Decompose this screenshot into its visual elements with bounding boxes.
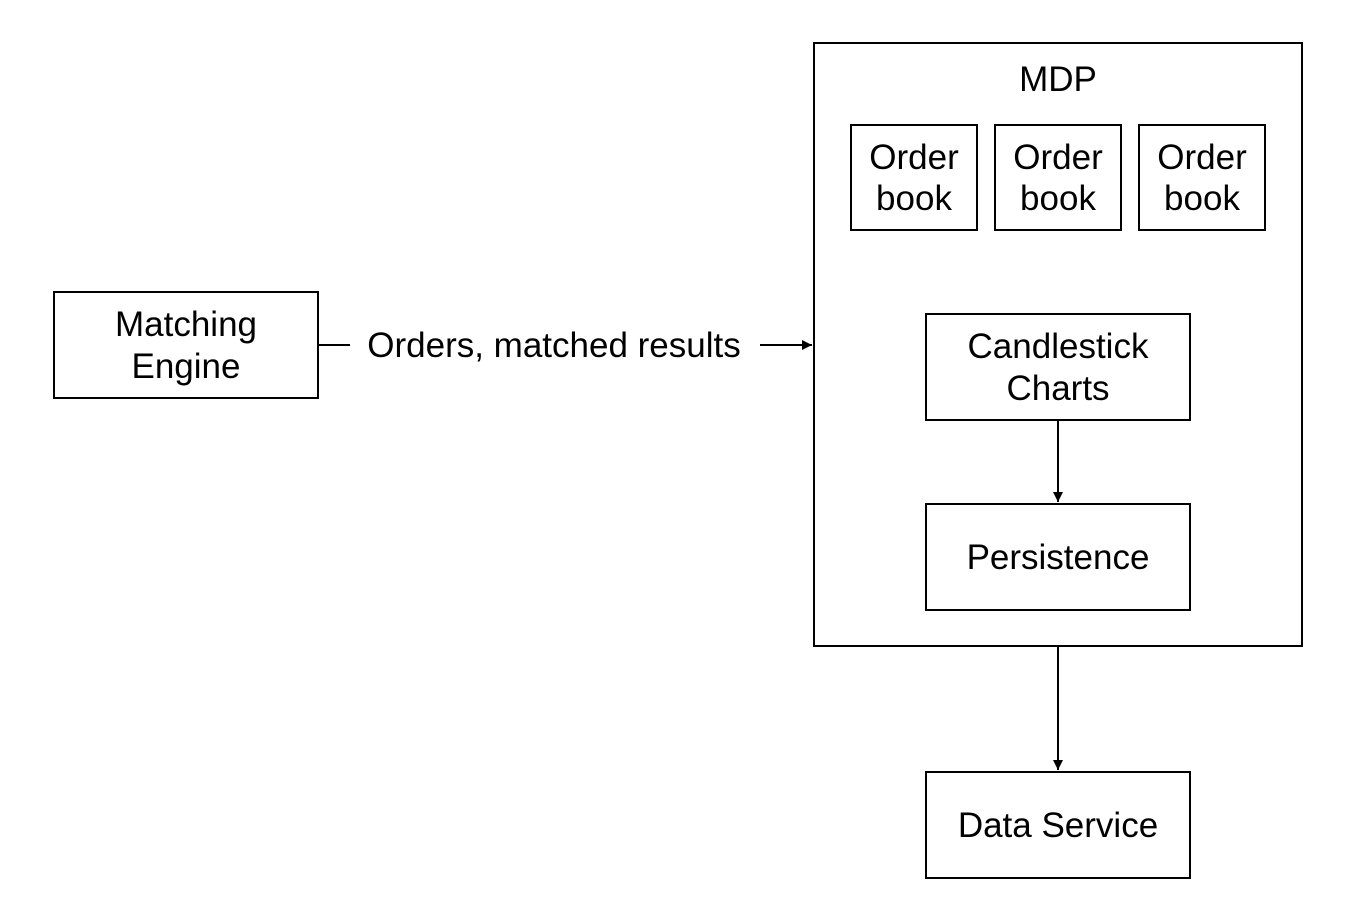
order-book-box: [1138, 124, 1266, 231]
candlestick-charts-label-line2: Charts: [1006, 369, 1109, 408]
orders-edge: Orders, matched results: [318, 326, 812, 365]
persistence-node: Persistence: [925, 503, 1191, 611]
data-service-box: [925, 771, 1191, 879]
persistence-box: [925, 503, 1191, 611]
candlestick-charts-box: [925, 313, 1191, 421]
orders-edge-label: Orders, matched results: [367, 326, 740, 365]
order-book-label-line1: Order: [1157, 138, 1247, 177]
matching-engine-box: [53, 291, 319, 399]
order-book-box: [994, 124, 1122, 231]
order-book-node: Order book: [994, 124, 1122, 231]
candlestick-charts-node: Candlestick Charts: [925, 313, 1191, 421]
matching-engine-label-line2: Engine: [132, 347, 241, 386]
order-book-node: Order book: [1138, 124, 1266, 231]
mdp-container: MDP Order book Order book Order book Can…: [813, 42, 1303, 647]
order-book-box: [850, 124, 978, 231]
order-book-label-line1: Order: [1013, 138, 1103, 177]
order-book-label-line2: book: [1164, 179, 1240, 218]
data-service-node: Data Service: [925, 771, 1191, 879]
order-book-label-line2: book: [876, 179, 952, 218]
persistence-label: Persistence: [967, 538, 1150, 577]
candlestick-charts-label-line1: Candlestick: [968, 327, 1149, 366]
matching-engine-label-line1: Matching: [115, 305, 257, 344]
order-book-label-line2: book: [1020, 179, 1096, 218]
data-service-label: Data Service: [958, 806, 1158, 845]
order-book-label-line1: Order: [869, 138, 959, 177]
matching-engine-node: Matching Engine: [53, 291, 319, 399]
order-book-node: Order book: [850, 124, 978, 231]
mdp-title: MDP: [1019, 60, 1097, 99]
